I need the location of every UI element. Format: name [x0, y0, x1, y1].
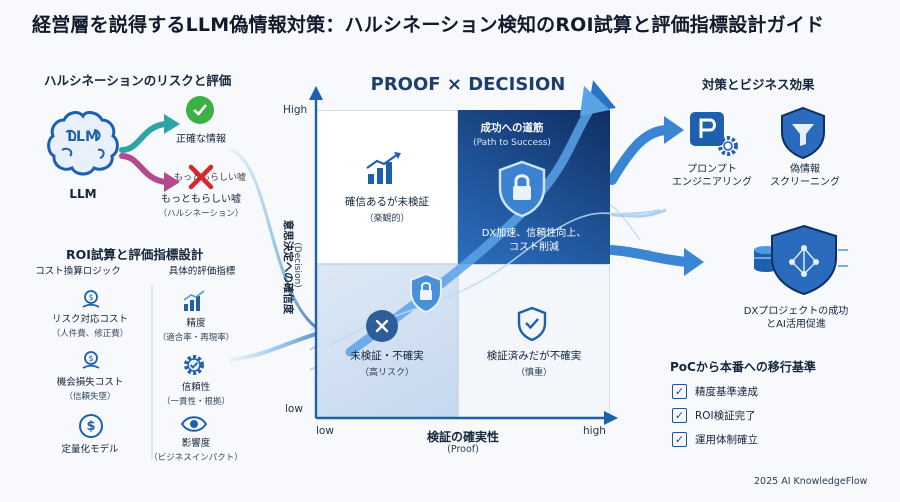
dx-success-label-1: DXプロジェクトの成功 — [743, 306, 849, 317]
metric-item-label: 影響度 — [181, 438, 211, 449]
cost-item-label: 定量化モデル — [61, 444, 119, 455]
y-axis-low: low — [285, 403, 303, 415]
cross-icon — [188, 164, 214, 190]
shield-lock-icon — [408, 272, 444, 314]
checkbox-checked-icon: ✓ — [672, 432, 687, 447]
metric-item-label: 精度 — [186, 318, 206, 329]
cost-item-sub: （信頼失墜） — [64, 392, 116, 402]
metric-title: 具体的評価指標 — [168, 266, 236, 277]
branch-arrows — [119, 114, 180, 192]
x-circle-icon — [366, 310, 398, 342]
svg-text:$: $ — [88, 293, 93, 302]
coin-hand-icon: $ — [80, 350, 102, 372]
metric-item-sub: （適合率・再現率） — [157, 333, 235, 343]
dollar-icon: $ — [79, 414, 103, 438]
false-info-overlay: もっともらしい嘘 — [174, 173, 247, 183]
svg-text:$: $ — [88, 354, 93, 363]
quadrant-bottom-right — [458, 264, 610, 418]
x-axis-low: low — [316, 425, 334, 437]
screening-label-2: スクリーニング — [770, 177, 840, 188]
criteria-label: ROI検証完了 — [695, 410, 756, 422]
criteria-item: ✓ 精度基準達成 — [672, 384, 758, 399]
metric-item-sub: （一貫性・根拠） — [161, 397, 230, 407]
metric-item-sub: （ビジネスインパクト） — [149, 453, 243, 463]
checkbox-checked-icon: ✓ — [672, 384, 687, 399]
quadrant-bottom-left-label: 未検証・不確実 — [350, 350, 424, 362]
quadrant-top-left-label: 確信あるが未検証 — [345, 196, 429, 208]
matrix-header: PROOF × DECISION — [370, 74, 566, 95]
checkbox-checked-icon: ✓ — [672, 408, 687, 423]
roi-section-title: ROI試算と評価指標設計 — [66, 247, 204, 262]
eye-icon — [180, 414, 208, 434]
check-icon — [186, 96, 214, 124]
gear-check-icon — [181, 352, 207, 378]
cost-item-label: リスク対応コスト — [51, 314, 128, 325]
prompt-gear-icon — [688, 108, 740, 158]
hallucination-sub: （ハルシネーション） — [158, 209, 244, 219]
criteria-item: ✓ 運用体制確立 — [672, 432, 758, 447]
y-axis-sub: (Decision) — [292, 242, 302, 288]
quadrant-top-right-body-2: コスト削減 — [509, 242, 559, 253]
quadrant-bottom-right-sub: （慎重） — [515, 368, 552, 378]
screening-label-1: 偽情報 — [790, 164, 820, 175]
risk-section-title: ハルシネーションのリスクと評価 — [44, 73, 232, 88]
brain-icon — [44, 106, 122, 180]
correct-info-label: 正確な情報 — [176, 134, 226, 145]
quadrant-top-left-sub: （楽観的） — [364, 214, 410, 224]
shield-filter-icon — [778, 106, 828, 160]
quadrant-bottom-right-label: 検証済みだが不確実 — [486, 350, 582, 362]
cost-item-sub: （人件費、修正費） — [51, 329, 129, 339]
quadrant-top-right-label: 成功への道筋 — [480, 122, 544, 134]
criteria-item: ✓ ROI検証完了 — [672, 408, 756, 423]
x-axis-label: 検証の確実性 — [426, 430, 499, 444]
llm-label: LLM — [69, 187, 97, 201]
metric-item-label: 信頼性 — [181, 382, 211, 393]
shield-check-icon — [516, 306, 548, 342]
prompt-engineering-label-1: プロンプト — [687, 164, 737, 175]
quadrant-bottom-left-sub: （高リスク） — [359, 368, 414, 378]
matrix-axes — [309, 86, 618, 425]
hallucination-label: もっともらしい嘘 — [161, 194, 241, 205]
bar-chart-icon — [182, 290, 206, 312]
prompt-engineering-label-2: エンジニアリング — [672, 177, 752, 188]
x-axis-sub: (Proof) — [447, 444, 479, 455]
shield-lock-icon — [496, 160, 548, 218]
cost-item-label: 機会損失コスト — [56, 377, 124, 388]
criteria-label: 運用体制確立 — [695, 434, 758, 446]
criteria-label: 精度基準達成 — [695, 386, 758, 398]
poc-criteria-title: PoCから本番への移行基準 — [670, 360, 816, 374]
coin-hand-icon: $ — [80, 289, 102, 311]
y-axis-high: High — [283, 104, 308, 116]
cost-logic-title: コスト換算ロジック — [35, 266, 121, 277]
x-axis-high: high — [583, 425, 606, 437]
growth-chart-icon — [364, 152, 404, 186]
measures-section-title: 対策とビジネス効果 — [702, 77, 815, 92]
page-title: 経営層を説得するLLM偽情報対策：ハルシネーション検知のROI試算と評価指標設計… — [32, 14, 825, 36]
quadrant-top-right-body-1: DX加速、信頼性向上、 — [481, 228, 587, 239]
dx-success-label-2: とAI活用促進 — [766, 319, 826, 330]
quadrant-top-left — [316, 110, 458, 264]
brain-text: LLM — [67, 129, 99, 145]
credit-text: 2025 AI KnowledgeFlow — [754, 476, 868, 487]
quadrant-top-right-sub: (Path to Success) — [473, 138, 551, 148]
dx-shield-network-icon — [742, 220, 852, 300]
